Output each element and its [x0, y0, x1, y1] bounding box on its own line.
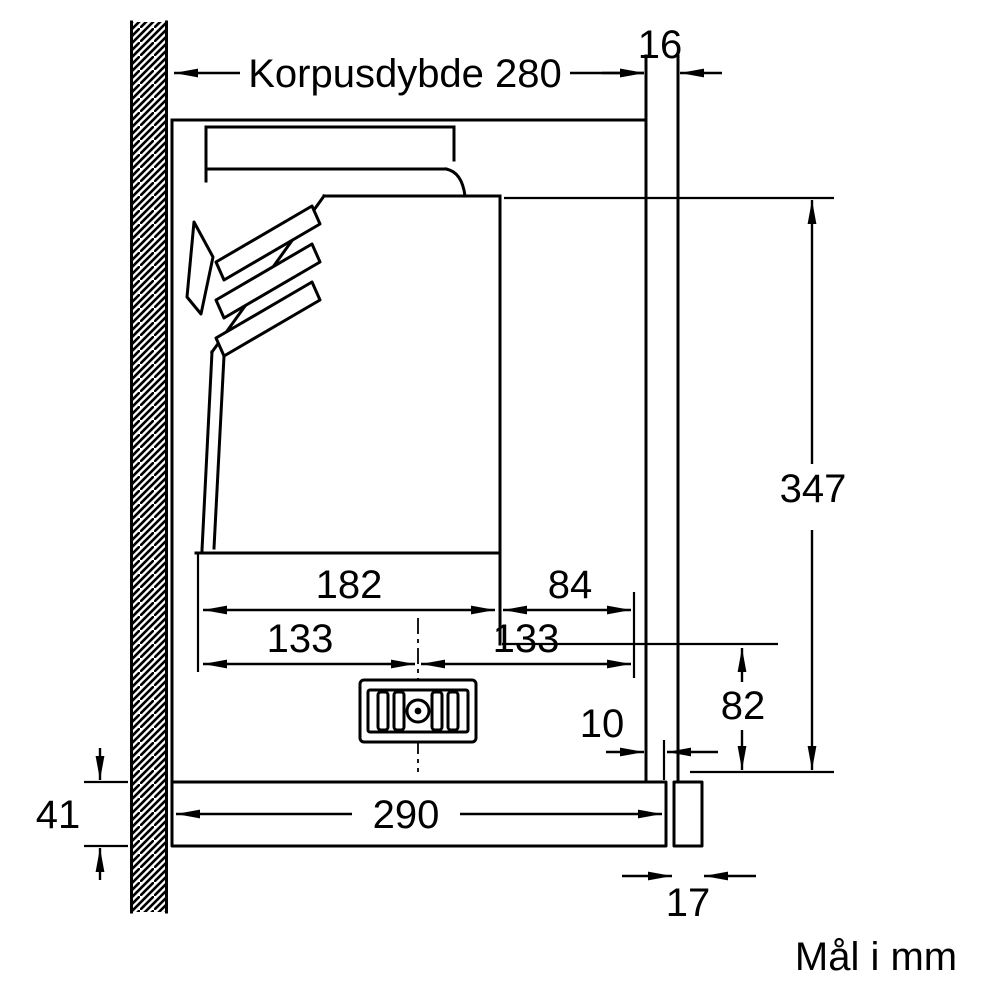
grease-filter-bars	[214, 204, 322, 358]
dim-label-41: 41	[36, 793, 81, 837]
duct-damper	[358, 678, 478, 744]
dim-label-133-left: 133	[267, 617, 334, 661]
dimension-texts: Korpusdybde 280 16 347 182 84 133 133 10…	[36, 23, 957, 979]
wall-hatched	[130, 20, 168, 914]
dim-label-290: 290	[373, 793, 440, 837]
dim-label-16: 16	[638, 23, 683, 67]
unit-note: Mål i mm	[795, 935, 957, 979]
dim-label-korpusdybde: Korpusdybde 280	[248, 52, 562, 96]
extension-lines	[84, 196, 834, 848]
dim-label-17: 17	[666, 881, 711, 925]
bottom-panel-piece	[672, 780, 704, 848]
dim-label-84: 84	[548, 563, 593, 607]
dim-label-10: 10	[580, 702, 625, 746]
dim-label-347: 347	[780, 467, 847, 511]
dim-label-82: 82	[721, 684, 766, 728]
visor-tip	[185, 220, 215, 316]
dim-label-182: 182	[316, 563, 383, 607]
dim-label-133-right: 133	[493, 617, 560, 661]
dimension-lines	[95, 68, 817, 881]
hood-body	[185, 125, 502, 672]
